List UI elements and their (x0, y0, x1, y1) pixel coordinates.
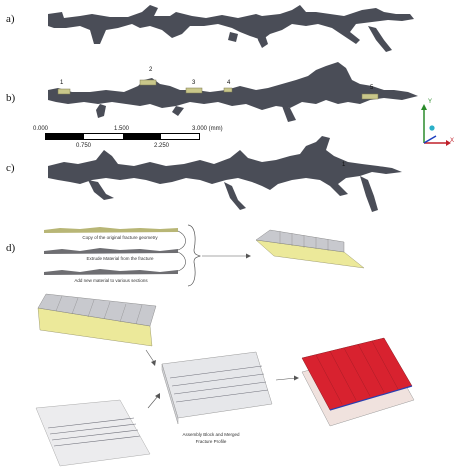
marker-4-label: 4 (227, 80, 231, 86)
marker-5-label: 5 (370, 85, 374, 91)
step-caption-3: Add new material to various sections (74, 278, 148, 283)
scale-label-3000: 3.000 (mm) (192, 126, 223, 132)
final-caption-line2: Fracture Profile (195, 439, 227, 444)
panel-label-a: a) (6, 13, 15, 25)
scale-label-2250: 2.250 (154, 143, 170, 149)
step-caption-2: Extrude Material from the fracture (86, 256, 154, 261)
panel-label-c: c) (6, 162, 15, 174)
marker-2-label: 2 (149, 67, 153, 73)
scale-label-0750: 0.750 (76, 143, 92, 149)
axis-y-label: Y (428, 99, 433, 105)
axis-x-label: X (450, 138, 455, 144)
step-caption-1: Copy of the original fracture geometry (82, 235, 158, 240)
panel-label-b: b) (6, 92, 16, 104)
marker-1-label: 1 (60, 80, 64, 86)
scale-label-0: 0.000 (33, 126, 49, 132)
panel-label-d: d) (6, 242, 16, 254)
final-caption-line1: Assembly Block and Merged (182, 432, 240, 437)
scale-bar (45, 133, 200, 140)
scale-label-1500: 1.500 (114, 126, 130, 132)
marker-3-label: 3 (192, 80, 196, 86)
panel-c-marker-label: 1 (342, 162, 346, 168)
